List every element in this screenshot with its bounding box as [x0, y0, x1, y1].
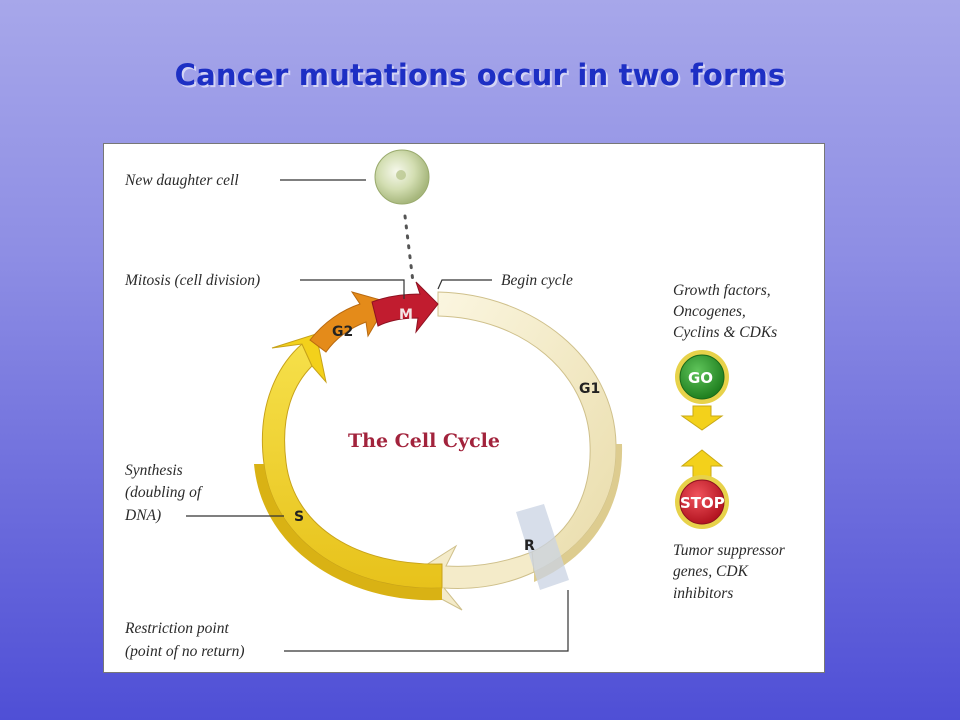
phase-label-g1: G1	[579, 381, 600, 397]
label-begin-cycle: Begin cycle	[501, 272, 573, 289]
stop-caption-line1: Tumor suppressor	[673, 542, 786, 559]
label-restriction-line1: Restriction point	[124, 620, 229, 637]
phase-label-r: R	[524, 538, 535, 554]
s-phase-arrow-head	[271, 333, 327, 384]
stop-caption-line2: genes, CDK	[673, 563, 749, 580]
cell-cycle-diagram: M G2 G1 S R The Cell Cycle New daughter …	[103, 143, 825, 673]
stop-badge-label: STOP	[680, 494, 725, 512]
m-phase-arc	[371, 281, 439, 334]
go-badge: GO	[675, 350, 729, 404]
go-caption-line2: Oncogenes,	[673, 303, 746, 320]
daughter-cell-dotted-line	[403, 214, 415, 284]
leader-begin-cycle	[437, 279, 492, 290]
go-badge-label: GO	[688, 369, 713, 387]
restriction-plane	[516, 504, 569, 590]
go-down-arrow	[680, 405, 724, 431]
label-restriction-line2: (point of no return)	[125, 643, 245, 660]
go-caption-line3: Cyclins & CDKs	[673, 324, 777, 341]
stop-up-arrow	[680, 449, 724, 478]
phase-label-s: S	[294, 509, 304, 525]
s-phase-arc	[261, 343, 443, 589]
daughter-cell	[374, 149, 430, 205]
cell-cycle-svg: M G2 G1 S R The Cell Cycle New daughter …	[124, 149, 786, 660]
label-synthesis-line2: (doubling of	[125, 484, 204, 501]
stop-badge: STOP	[675, 475, 729, 529]
stop-caption-line3: inhibitors	[673, 585, 733, 602]
s-phase-rim	[254, 464, 442, 601]
label-synthesis-line3: DNA)	[124, 507, 161, 524]
label-new-daughter-cell: New daughter cell	[124, 172, 239, 189]
label-mitosis: Mitosis (cell division)	[124, 272, 260, 289]
slide-title: Cancer mutations occur in two forms	[174, 58, 786, 92]
center-title: The Cell Cycle	[348, 430, 500, 452]
phase-label-g2: G2	[332, 324, 353, 340]
leader-mitosis	[300, 279, 405, 299]
label-synthesis-line1: Synthesis	[125, 462, 183, 479]
go-caption-line1: Growth factors,	[673, 282, 771, 299]
leader-restriction	[284, 590, 569, 652]
phase-label-m: M	[399, 307, 413, 323]
